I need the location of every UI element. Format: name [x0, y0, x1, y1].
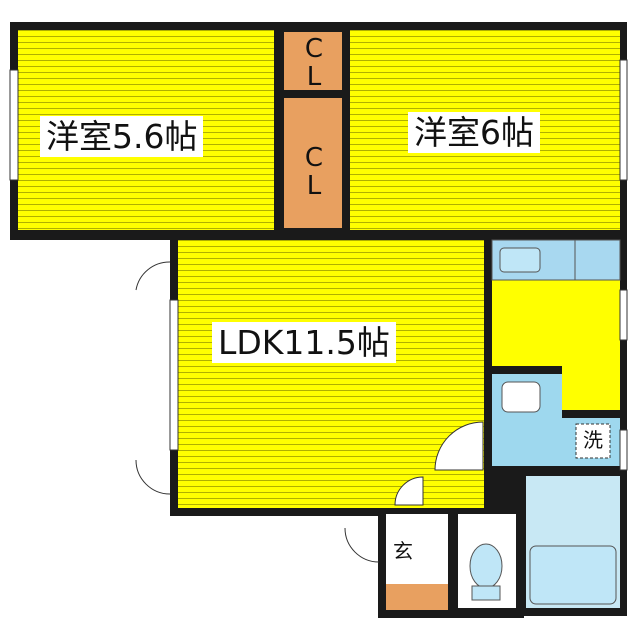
- windows: [9, 59, 628, 471]
- room-label-western-room-6: 洋室6帖: [408, 112, 540, 153]
- closet-upper: [284, 32, 342, 90]
- ldk-floor: [178, 240, 484, 508]
- toilet: [469, 543, 503, 589]
- closet-lower-label: C L: [304, 143, 324, 201]
- entrance-floor: [386, 514, 448, 584]
- door-swings: [135, 261, 484, 563]
- shoe-storage: [386, 584, 448, 610]
- kitchen-floor: [492, 280, 620, 410]
- sink: [499, 247, 541, 273]
- room-label-ldk: LDK11.5帖: [212, 322, 396, 363]
- wash-basin: [501, 381, 541, 413]
- bathtub: [529, 545, 617, 605]
- closet-upper-label: C L: [304, 34, 324, 92]
- room-label-western-room-5-6: 洋室5.6帖: [40, 116, 204, 157]
- closet-lower: [284, 98, 342, 228]
- entrance-label: 玄: [393, 539, 413, 563]
- laundry-label: 洗: [583, 428, 603, 452]
- laundry-spot: [575, 423, 611, 459]
